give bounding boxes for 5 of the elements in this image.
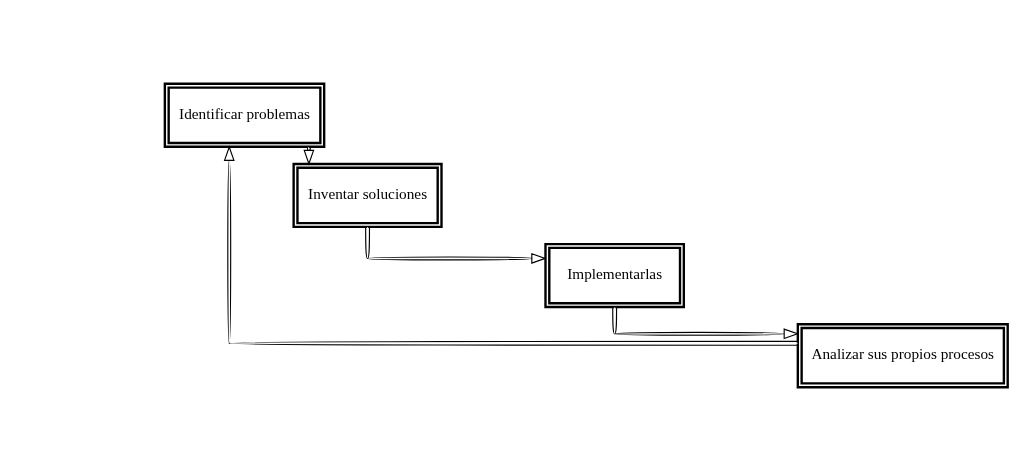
arrow [223,145,799,346]
arrow [365,226,547,264]
arrow [612,306,800,340]
node-box: Inventar soluciones [292,162,443,229]
arrow [303,146,315,166]
